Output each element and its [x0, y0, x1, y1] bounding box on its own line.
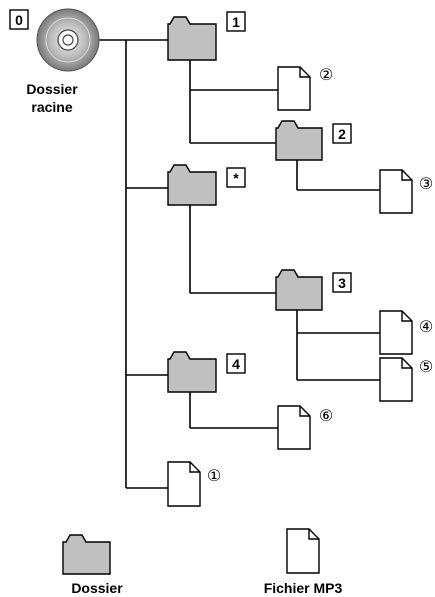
root-label-line2: racine — [31, 99, 72, 115]
root-badge: 0 — [9, 9, 29, 30]
file-order-mark: ③ — [419, 174, 433, 193]
folder-icon — [167, 164, 217, 206]
file-order-mark: ① — [207, 466, 221, 485]
root-badge-text: 0 — [15, 12, 23, 28]
folder-badge-1: 1 — [226, 11, 246, 32]
mp3-file-icon — [379, 357, 413, 402]
root-disc-icon — [36, 8, 100, 72]
file-order-mark: ② — [319, 65, 333, 84]
folder-icon — [167, 351, 217, 393]
tree-connectors — [98, 39, 380, 489]
folder-badge-text: 2 — [338, 126, 346, 142]
file-order-mark: ⑥ — [319, 406, 333, 425]
mp3-file-icon — [277, 66, 311, 111]
folder-badge-star: * — [226, 167, 246, 188]
mp3-file-icon — [277, 405, 311, 450]
root-label-line1: Dossier — [26, 81, 78, 97]
legend-file-icon — [286, 528, 320, 574]
folder-badge-text: 4 — [232, 356, 240, 372]
legend-folder-icon — [62, 534, 111, 575]
folder-badge-text: * — [233, 170, 239, 186]
folder-badge-4: 4 — [226, 353, 246, 374]
folder-badge-text: 1 — [232, 14, 240, 30]
file-order-mark: ④ — [419, 317, 433, 336]
folder-badge-2: 2 — [332, 123, 352, 144]
file-order-mark: ⑤ — [419, 357, 433, 376]
legend-folder-label: Dossier — [71, 580, 123, 596]
folder-icon — [275, 269, 323, 311]
folder-badge-3: 3 — [332, 272, 352, 293]
folder-icon — [275, 120, 323, 161]
mp3-file-icon — [379, 310, 413, 355]
mp3-file-icon — [167, 461, 201, 507]
folder-icon — [167, 16, 217, 61]
folder-badge-text: 3 — [338, 275, 346, 291]
legend-file-label: Fichier MP3 — [264, 580, 343, 596]
mp3-file-icon — [379, 169, 413, 214]
